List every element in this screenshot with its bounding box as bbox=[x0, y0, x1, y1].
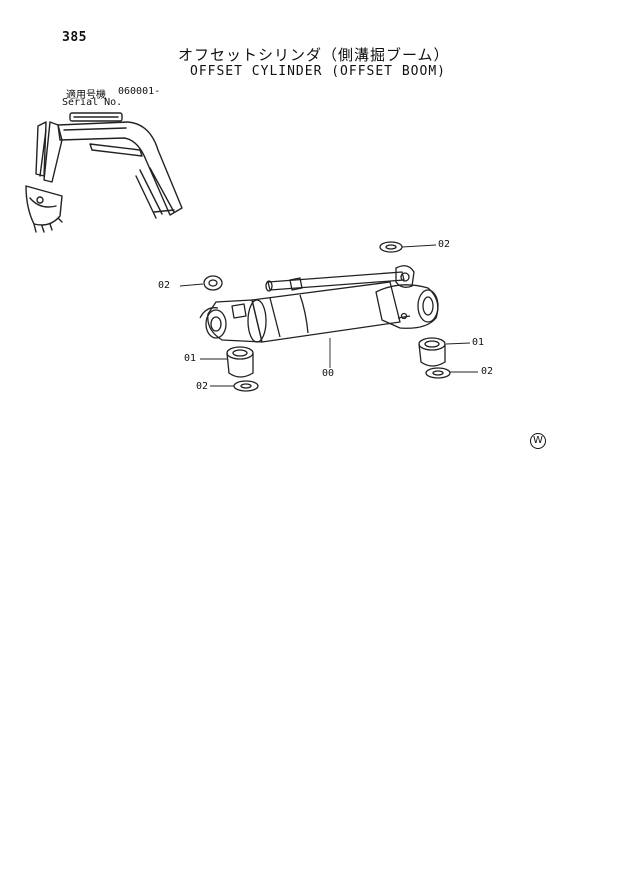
callout-washer-top-left: 02 bbox=[158, 280, 171, 291]
callout-bushing-right: 01 bbox=[472, 337, 485, 348]
page-number: 385 bbox=[62, 30, 87, 45]
excavator-locator-drawing bbox=[25, 112, 183, 233]
cylinder-drawing bbox=[199, 265, 439, 343]
washer-top-left-part bbox=[203, 275, 223, 291]
bushing-left-part bbox=[226, 346, 254, 378]
washer-top-right-part bbox=[379, 241, 403, 253]
leader-lines bbox=[179, 244, 478, 387]
callout-bushing-left: 01 bbox=[184, 353, 197, 364]
washer-bottom-right-part bbox=[425, 367, 451, 379]
callout-washer-bottom-right: 02 bbox=[481, 366, 494, 377]
serial-label-en: Serial No. bbox=[62, 97, 123, 108]
callout-cylinder: 00 bbox=[322, 368, 335, 379]
washer-bottom-left-part bbox=[233, 380, 259, 392]
circled-w-icon: W bbox=[530, 433, 546, 449]
callout-washer-bottom-left: 02 bbox=[196, 381, 209, 392]
page-title-en: OFFSET CYLINDER (OFFSET BOOM) bbox=[190, 64, 446, 79]
bushing-right-part bbox=[418, 337, 446, 367]
page-title-jp: オフセットシリンダ（側溝掘ブーム） bbox=[178, 46, 450, 64]
serial-value: 060001- bbox=[118, 86, 161, 97]
serial-label-jp: 適用号機 bbox=[66, 90, 106, 101]
callout-washer-top-right: 02 bbox=[438, 239, 451, 250]
